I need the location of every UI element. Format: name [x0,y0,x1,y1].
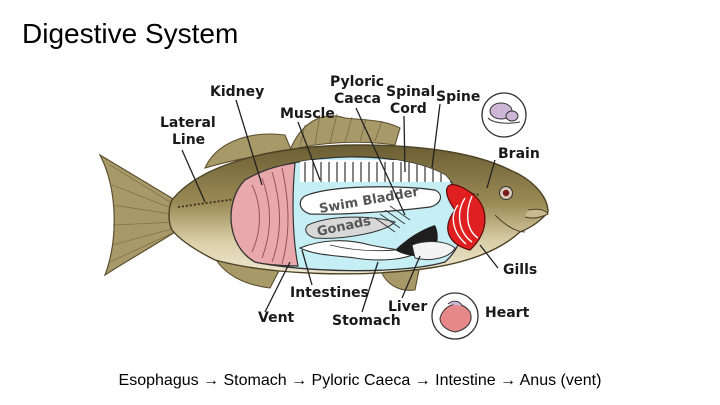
swim-bladder [299,186,442,215]
leader-lines [181,99,499,313]
brain-inset [481,92,527,138]
label-lateral-line-2: Line [172,132,205,148]
label-brain: Brain [498,146,540,162]
dorsal-fin-soft [204,133,293,169]
label-pyloric-2: Caeca [334,91,381,107]
label-stomach: Stomach [332,313,401,329]
label-vent: Vent [258,310,295,326]
mouth [524,208,549,219]
gonads [305,216,396,239]
slide-title: Digestive System [22,18,239,49]
label-muscle: Muscle [280,106,335,122]
label-spine: Spine [436,89,480,105]
heart-inset [431,292,479,340]
liver [411,241,456,261]
label-spinal-2: Cord [390,101,427,117]
label-spinal-1: Spinal [386,84,435,100]
label-lateral-line-1: Lateral [160,115,216,131]
dorsal-fin-spiny [289,115,401,151]
gills [446,184,486,251]
kidney-muscle [230,162,299,267]
label-kidney: Kidney [210,84,264,100]
pyloric-caeca [374,205,411,233]
label-pyloric-1: Pyloric [330,74,384,90]
label-heart: Heart [485,305,530,321]
label-gills: Gills [503,262,537,278]
tail-fin [98,153,180,277]
label-liver: Liver [388,299,427,315]
digestive-path-caption: Esophagus → Stomach → Pyloric Caeca → In… [118,372,602,389]
label-intestines: Intestines [290,285,369,301]
